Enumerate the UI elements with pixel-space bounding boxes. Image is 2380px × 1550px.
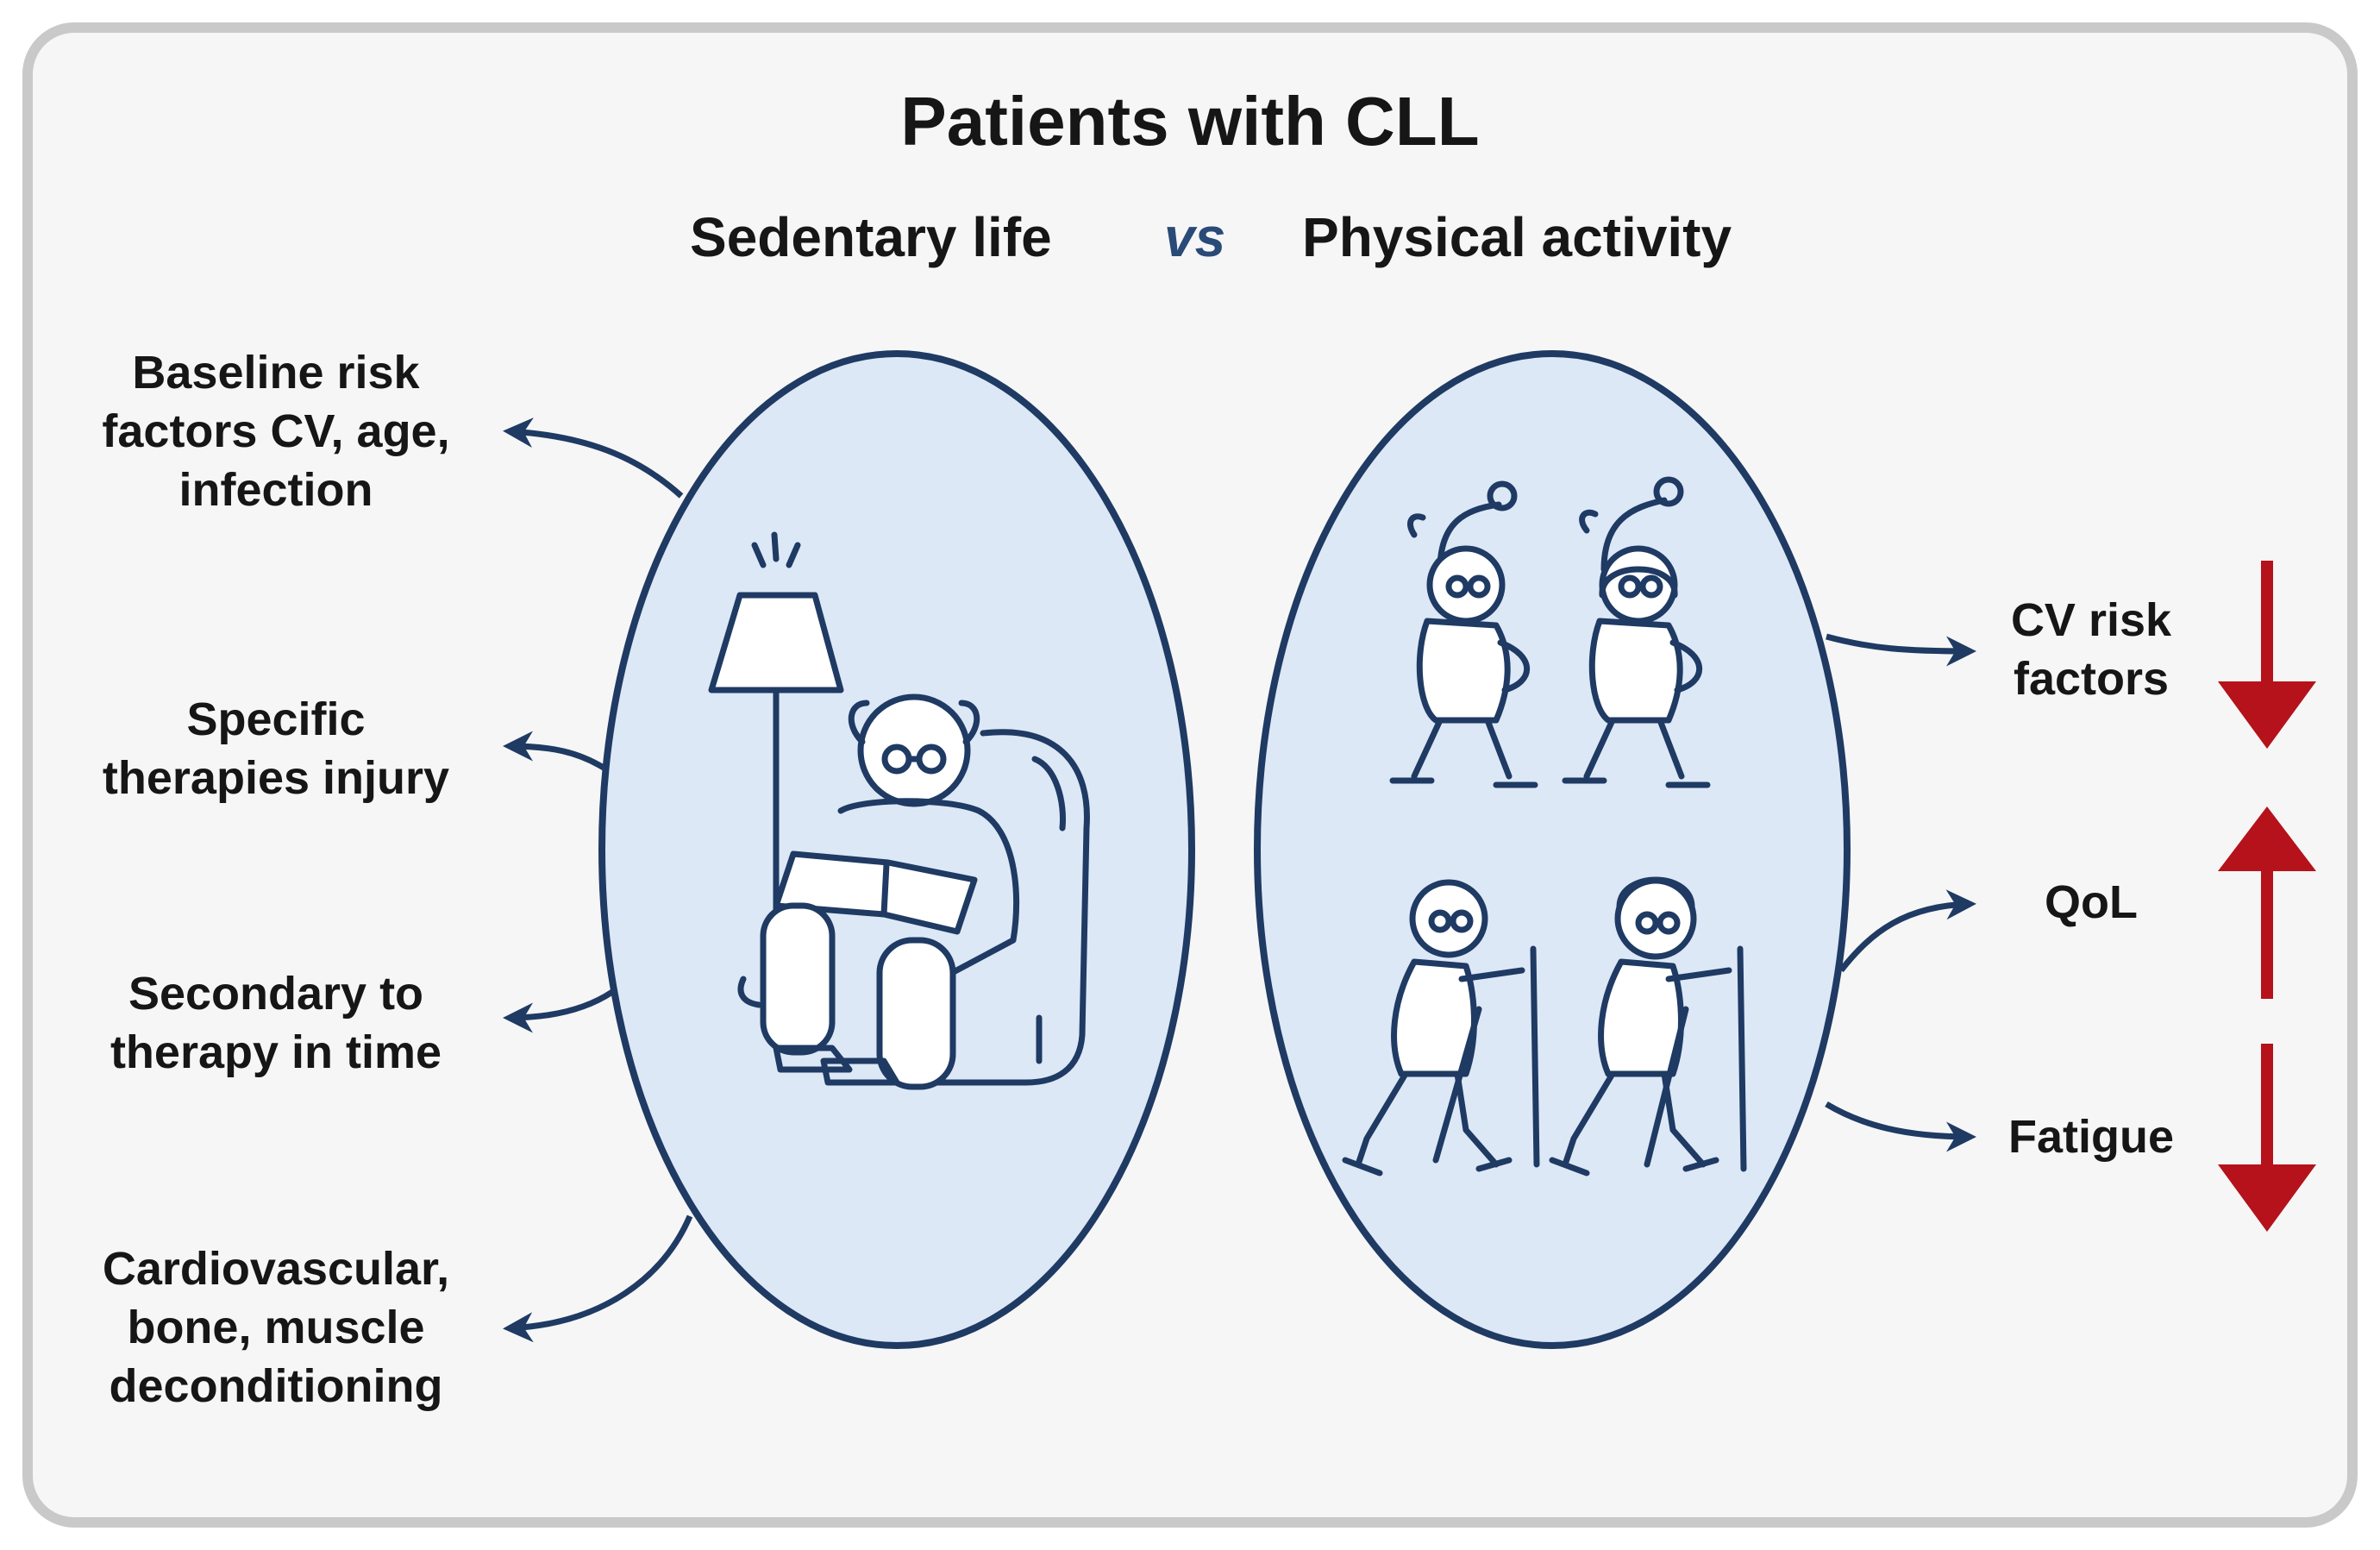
trend-arrow-down-fatigue bbox=[2218, 1044, 2316, 1232]
trend-arrow-down-cv-risk bbox=[2218, 561, 2316, 749]
arrow-cv-risk bbox=[1826, 633, 1976, 667]
arrow-fatigue bbox=[1825, 1101, 1976, 1152]
walking-illustration bbox=[1342, 876, 1747, 1177]
activity-ellipse bbox=[1254, 350, 1851, 1349]
arrow-qol bbox=[1838, 889, 1976, 973]
label-qol: QoL bbox=[2045, 876, 2138, 928]
diagram-title: Patients with CLL bbox=[900, 83, 1480, 160]
arrow-specific-therapies bbox=[503, 731, 605, 771]
sedentary-ellipse bbox=[598, 350, 1195, 1349]
trend-arrow-up-qol bbox=[2218, 806, 2316, 999]
arrow-secondary-therapy bbox=[503, 989, 614, 1033]
stretching-illustration bbox=[1389, 476, 1711, 788]
subtitle-vs: vs bbox=[1164, 206, 1226, 268]
subtitle-activity: Physical activity bbox=[1302, 206, 1732, 268]
label-fatigue: Fatigue bbox=[2007, 1111, 2174, 1163]
arrow-deconditioning bbox=[503, 1214, 693, 1343]
arrow-baseline-risk bbox=[503, 417, 684, 499]
sedentary-illustration bbox=[708, 531, 1090, 1090]
subtitle-sedentary: Sedentary life bbox=[690, 206, 1052, 268]
